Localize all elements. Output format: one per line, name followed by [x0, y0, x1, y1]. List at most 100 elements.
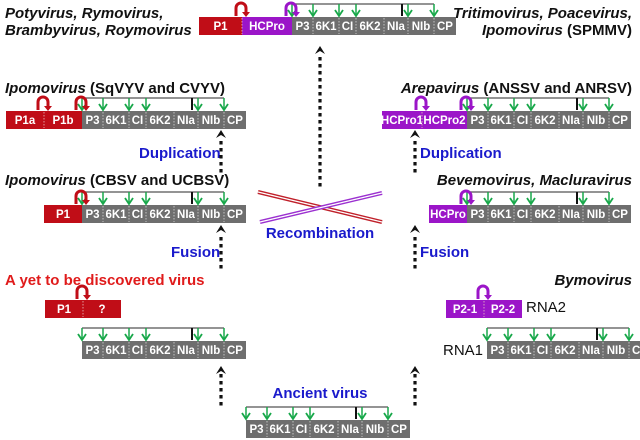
segment-label: HCPro1 [381, 115, 424, 127]
dot [413, 244, 417, 248]
dot [318, 92, 322, 96]
segment-cp [224, 111, 246, 129]
ipomovirus-sqvyv-title: Ipomovirus (SqVYV and CVYV) [5, 80, 225, 97]
species-names: (SqVYV and CVYV) [86, 80, 225, 97]
segment-label: P3 [85, 345, 99, 357]
segment-cp [388, 420, 410, 438]
self-cleavage-arrow-icon [234, 1, 248, 16]
segment-6k1 [488, 111, 514, 129]
segment-label: 6K1 [105, 209, 127, 221]
self-cleavage-arrowhead-icon [467, 106, 475, 111]
segment-label: P1 [57, 304, 72, 316]
undiscovered-virus-title: A yet to be discovered virus [5, 272, 205, 289]
dot [413, 141, 417, 145]
dot [219, 402, 223, 406]
duplication-left-label: Duplication [139, 145, 221, 162]
rna2-label: RNA2 [526, 299, 566, 316]
segment-6k2 [146, 341, 174, 359]
self-cleavage-arrow-icon [459, 189, 473, 204]
segment-p3 [467, 111, 488, 129]
dot [219, 162, 223, 166]
segment-6k2 [531, 205, 559, 223]
cleavage-arrowhead-icon [526, 103, 536, 112]
cleavage-arrowhead-icon [482, 333, 492, 342]
segment-label: P1a [15, 115, 36, 127]
cleavage-arrowhead-icon [503, 333, 513, 342]
bevemovirus-leader-proteins: HCPro [429, 189, 475, 223]
dot [413, 374, 417, 378]
dot [413, 162, 417, 166]
segment-nib [198, 341, 224, 359]
self-cleavage-arrow-icon [74, 189, 88, 204]
segment-label: 6K1 [105, 115, 127, 127]
dot [219, 155, 223, 159]
cleavage-arrowhead-icon [141, 103, 151, 112]
cleavage-arrowhead-icon [98, 333, 108, 342]
arepavirus-title: Arepavirus (ANSSV and ANRSV) [400, 80, 632, 97]
cleavage-arrowhead-icon [351, 9, 361, 18]
dot [318, 127, 322, 131]
segment-label: CI [342, 21, 354, 33]
segment-label: 6K2 [554, 345, 575, 357]
self-cleavage-arrowhead-icon [292, 12, 300, 17]
cleavage-arrowhead-icon [526, 197, 536, 206]
self-cleavage-arrowhead-icon [82, 106, 90, 111]
self-cleavage-arrowhead-icon [82, 200, 90, 205]
arrowhead-icon [410, 366, 420, 374]
arrowhead-icon [216, 225, 226, 233]
dot [318, 99, 322, 103]
segment-cp [609, 205, 631, 223]
segment-6k1 [103, 111, 129, 129]
segment-label: CP [227, 209, 243, 221]
segment-label: NIa [387, 21, 406, 33]
segment-label: CI [132, 115, 144, 127]
segment-nia [338, 420, 362, 438]
cleavage-arrowhead-icon [219, 333, 229, 342]
cleavage-arrowhead-icon [578, 103, 588, 112]
self-cleavage-arrowhead-icon [83, 295, 91, 300]
cleavage-arrowhead-icon [219, 103, 229, 112]
segment-hcpro1 [382, 111, 422, 129]
cleavage-arrowhead-icon [483, 197, 493, 206]
segment-label: P2-2 [491, 304, 515, 316]
arrowhead-icon [315, 46, 325, 54]
segment-label: HCPro [249, 21, 285, 33]
segment-ci [129, 205, 146, 223]
dot [318, 85, 322, 89]
dot [318, 183, 322, 187]
segment-6k1 [267, 420, 293, 438]
dot [318, 64, 322, 68]
segment-label: 6K1 [490, 115, 512, 127]
potyvirus-leader-proteins: P1 HCPro [199, 1, 300, 35]
segment-cp [629, 341, 640, 359]
dot [413, 402, 417, 406]
arrowhead-icon [216, 366, 226, 374]
tritimovirus-title-line1: Tritimovirus, Poacevirus, [453, 5, 632, 22]
self-cleavage-arrowhead-icon [467, 200, 475, 205]
segment-ci [514, 111, 531, 129]
cleavage-arrowhead-icon [334, 9, 344, 18]
segment-nib [198, 111, 224, 129]
cleavage-arrowhead-icon [241, 412, 251, 421]
cleavage-arrowhead-icon [357, 412, 367, 421]
segment-label: P1 [213, 21, 228, 33]
segment-label: P1 [56, 209, 71, 221]
cleavage-arrowhead-icon [483, 103, 493, 112]
dot [318, 57, 322, 61]
ancient-to-right-arrow [410, 366, 420, 406]
segment-label: 6K1 [315, 21, 337, 33]
segment-6k1 [103, 341, 129, 359]
ancient-to-left-arrow [216, 366, 226, 406]
segment-6k2 [551, 341, 579, 359]
cleavage-arrowhead-icon [219, 197, 229, 206]
dot [318, 106, 322, 110]
segment-label: 6K2 [359, 21, 380, 33]
dot [318, 148, 322, 152]
duplication-left-arrow [216, 130, 226, 173]
segment- [83, 300, 121, 318]
dot [318, 134, 322, 138]
segment-label: 6K1 [510, 345, 532, 357]
